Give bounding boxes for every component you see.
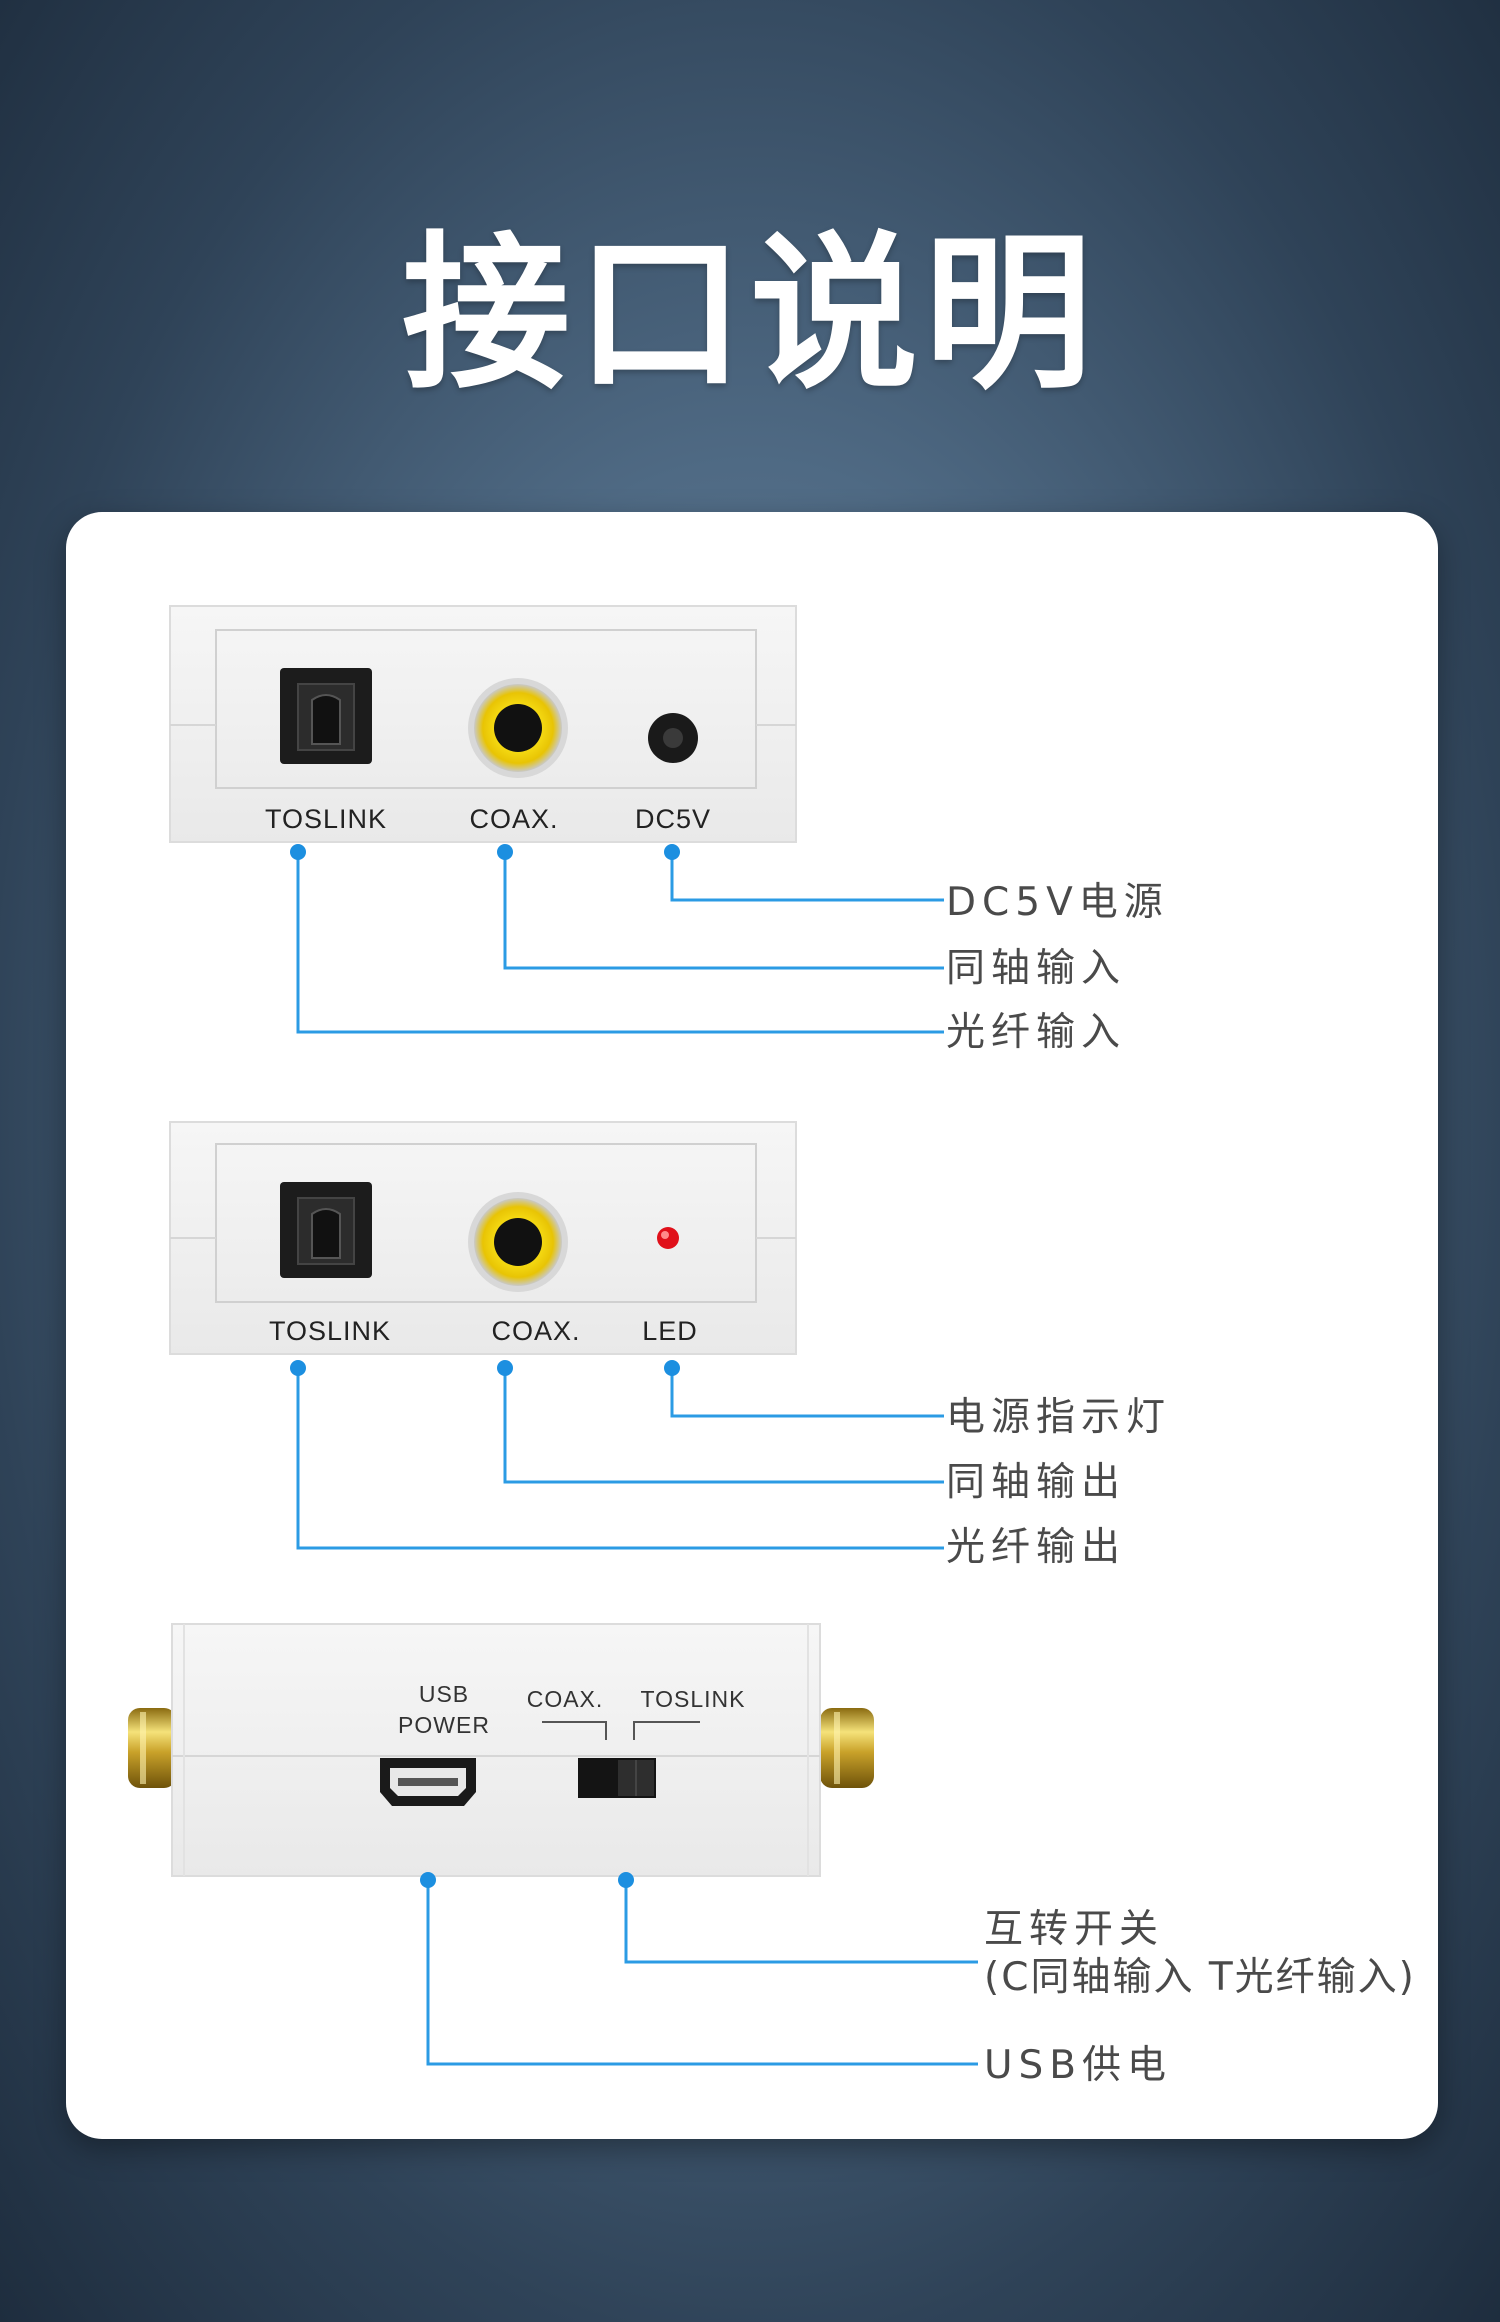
callout-dc5v-power: DC5V电源 <box>946 880 1169 925</box>
port-label-coax: COAX. <box>491 1316 581 1346</box>
page-title: 接口说明 <box>402 216 1098 412</box>
callout-lines <box>296 852 978 2066</box>
callout-coax-output: 同轴输出 <box>946 1460 1127 1505</box>
callout-power-indicator: 电源指示灯 <box>946 1395 1172 1440</box>
dc-jack-icon <box>648 713 698 763</box>
callout-switch-detail: (C同轴输入 T光纤输入) <box>984 1955 1416 2000</box>
callout-optical-input: 光纤输入 <box>946 1010 1127 1055</box>
left-gold-connector-icon <box>128 1708 176 1788</box>
switch-toslink-label: TOSLINK <box>640 1686 746 1712</box>
side-panel <box>128 1623 874 1877</box>
led-indicator-icon <box>657 1227 679 1249</box>
callout-coax-input: 同轴输入 <box>946 946 1127 991</box>
port-label-dc5v: DC5V <box>634 804 712 834</box>
port-label-toslink: TOSLINK <box>264 804 388 834</box>
port-label-coax: COAX. <box>469 804 559 834</box>
port-label-toslink: TOSLINK <box>268 1316 392 1346</box>
usb-label: USB <box>418 1681 470 1707</box>
toslink-port-icon <box>280 1182 372 1278</box>
coax-port-icon <box>468 678 568 778</box>
port-label-led: LED <box>642 1316 698 1346</box>
right-gold-connector-icon <box>820 1708 874 1788</box>
callout-switch: 互转开关 <box>984 1907 1165 1952</box>
output-panel <box>169 1121 797 1355</box>
callout-dots <box>290 844 680 1888</box>
slide-switch-icon <box>578 1758 656 1798</box>
callout-optical-output: 光纤输出 <box>946 1525 1127 1570</box>
input-panel <box>169 605 797 843</box>
toslink-port-icon <box>280 668 372 764</box>
power-label: POWER <box>398 1712 490 1738</box>
mini-usb-port-icon <box>380 1758 476 1806</box>
switch-coax-label: COAX. <box>526 1686 604 1712</box>
coax-port-icon <box>468 1192 568 1292</box>
callout-usb-power: USB供电 <box>984 2043 1173 2088</box>
